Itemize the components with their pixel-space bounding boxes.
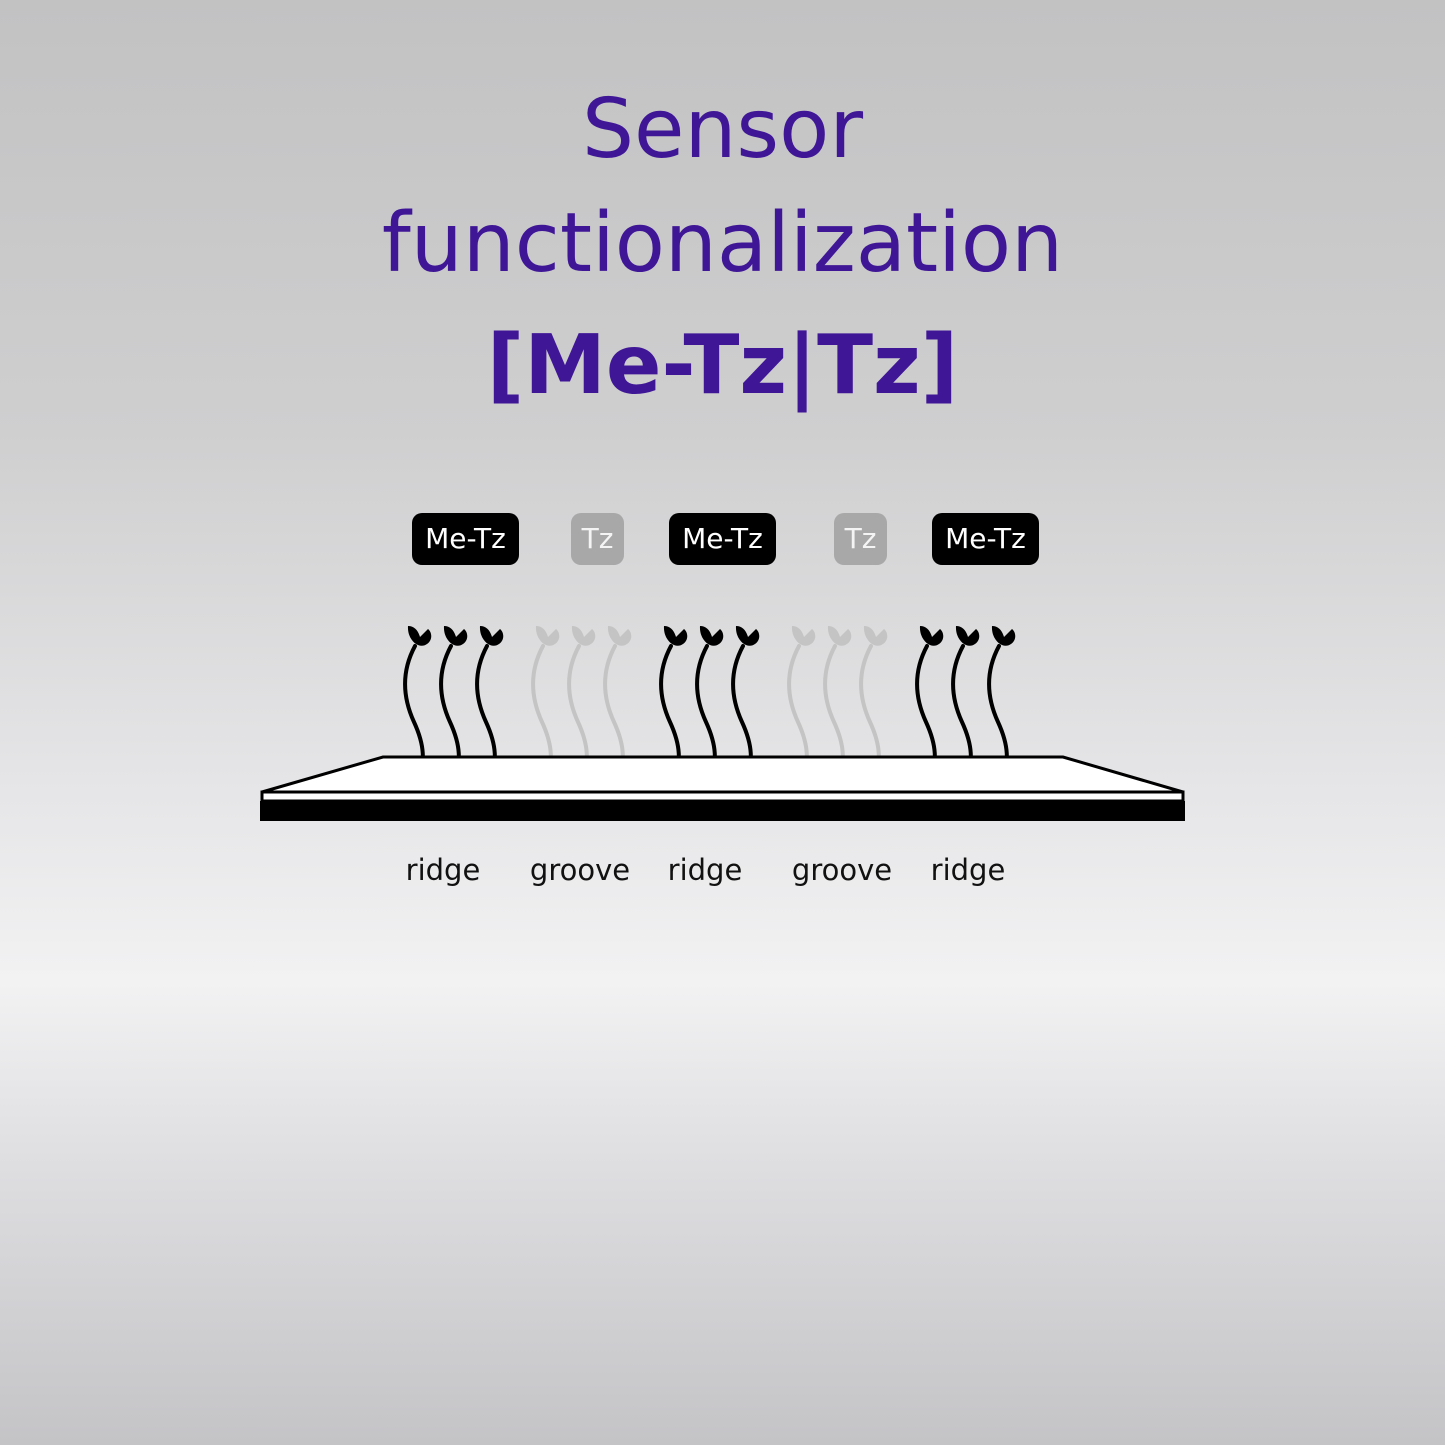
badge-me-tz-1: Me-Tz bbox=[412, 513, 519, 565]
region-label-ridge-2: ridge bbox=[667, 853, 743, 887]
region-label-ridge-1: ridge bbox=[405, 853, 481, 887]
molecule-head-icon bbox=[863, 626, 888, 646]
badge-me-tz-3: Me-Tz bbox=[932, 513, 1039, 565]
molecule-head-icon bbox=[479, 626, 504, 646]
region-label-groove-2: groove bbox=[791, 853, 893, 887]
badge-me-tz-2: Me-Tz bbox=[669, 513, 776, 565]
region-label-groove-1: groove bbox=[529, 853, 631, 887]
molecule-head-icon bbox=[443, 626, 468, 646]
title-line-1: Sensor bbox=[581, 82, 864, 177]
molecule-head-icon bbox=[791, 626, 816, 646]
substrate-top-surface bbox=[261, 755, 1184, 794]
substrate-edge bbox=[260, 790, 1185, 803]
molecule-head-icon bbox=[663, 626, 688, 646]
molecule-head-icon bbox=[955, 626, 980, 646]
substrate-base bbox=[260, 801, 1185, 821]
molecule-head-icon bbox=[991, 626, 1016, 646]
badge-tz-1: Tz bbox=[571, 513, 624, 565]
sensor-substrate bbox=[260, 755, 1185, 821]
molecule-head-icon bbox=[699, 626, 724, 646]
region-label-ridge-3: ridge bbox=[930, 853, 1006, 887]
molecule-head-icon bbox=[607, 626, 632, 646]
molecule-head-icon bbox=[571, 626, 596, 646]
badge-tz-2: Tz bbox=[834, 513, 887, 565]
title-line-3: [Me-Tz|Tz] bbox=[486, 318, 959, 413]
title-line-2: functionalization bbox=[381, 196, 1064, 291]
molecule-head-icon bbox=[407, 626, 432, 646]
molecule-head-icon bbox=[535, 626, 560, 646]
molecule-head-icon bbox=[735, 626, 760, 646]
molecule-head-icon bbox=[827, 626, 852, 646]
molecule-head-icon bbox=[919, 626, 944, 646]
